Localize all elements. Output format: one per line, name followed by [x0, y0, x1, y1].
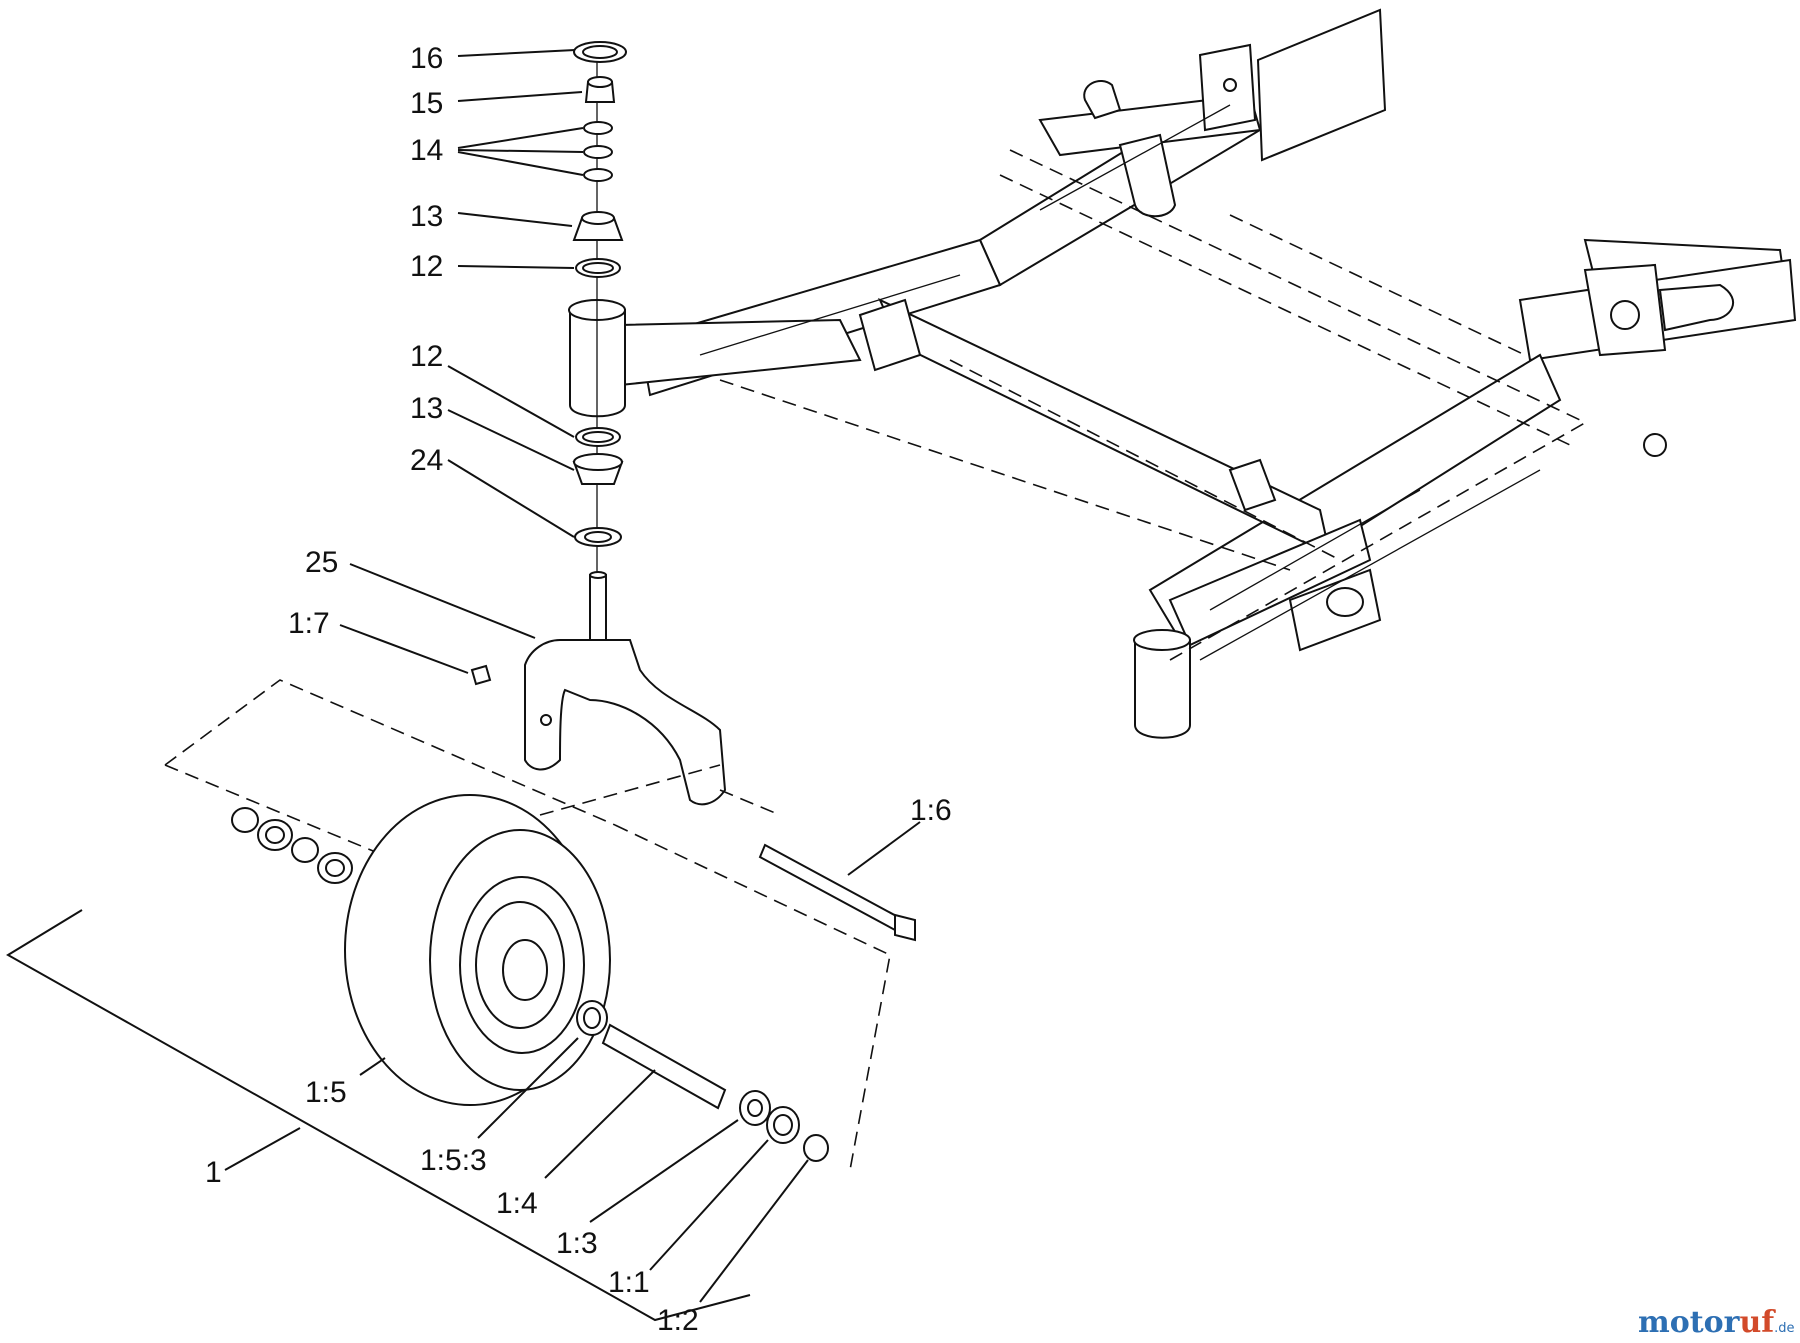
mower-frame [568, 8, 1797, 739]
watermark-brand-a: motor [1638, 1305, 1741, 1340]
watermark-suffix: .de [1774, 1321, 1794, 1336]
callout-16: 16 [410, 42, 443, 75]
part-12-bearing-cup-lower [575, 427, 621, 447]
part-25-caster-fork [524, 571, 727, 806]
caster-hardware-stack [470, 41, 727, 806]
part-1-2-cap [803, 1134, 829, 1162]
callout-1: 1 [205, 1156, 222, 1189]
callout-24: 24 [410, 444, 443, 477]
callout-1-4: 1:4 [496, 1187, 538, 1220]
part-1-1-bearing [766, 1106, 800, 1144]
part-1-4-spacer [601, 1023, 727, 1110]
callout-12-upper: 12 [410, 250, 443, 283]
assembly-bracket [6, 909, 751, 1322]
watermark-logo: motoruf.de [1638, 1305, 1795, 1340]
watermark-brand-b: uf [1739, 1305, 1776, 1340]
part-13-bearing-cone-lower [572, 453, 624, 485]
wheel-bearings-left [231, 807, 353, 884]
callout-25: 25 [305, 546, 338, 579]
callout-13-lower: 13 [410, 392, 443, 425]
callout-1-5-3: 1:5:3 [420, 1144, 487, 1177]
callout-1-7: 1:7 [288, 607, 330, 640]
part-14-washers [583, 121, 613, 182]
callout-15: 15 [410, 87, 443, 120]
callout-leaders [224, 49, 921, 1303]
callout-1-5: 1:5 [305, 1076, 347, 1109]
part-1-5-tire [344, 794, 611, 1106]
svg-text:motoruf.de: motoruf.de [1638, 1305, 1795, 1340]
part-1-6-bolt [758, 843, 916, 942]
part-15-nut [584, 76, 616, 103]
callout-1-3: 1:3 [556, 1227, 598, 1260]
part-24-seal [574, 527, 622, 547]
part-12-bearing-cup-upper [575, 258, 621, 278]
part-1-5-3-bushing [576, 1000, 608, 1036]
part-16-dust-cap [573, 41, 627, 63]
part-13-bearing-cone-upper [572, 211, 624, 241]
callout-1-2: 1:2 [657, 1304, 699, 1337]
callout-14: 14 [410, 134, 443, 167]
callout-12-lower: 12 [410, 340, 443, 373]
wheel-assembly [6, 679, 916, 1322]
part-1-3-seal [739, 1090, 771, 1126]
part-1-7-locknut [470, 664, 492, 686]
callout-1-6: 1:6 [910, 794, 952, 827]
callout-1-1: 1:1 [608, 1266, 650, 1299]
callout-labels: 16 15 14 13 12 12 13 24 25 1:7 1:6 1:5 1… [205, 42, 952, 1337]
callout-13-upper: 13 [410, 200, 443, 233]
